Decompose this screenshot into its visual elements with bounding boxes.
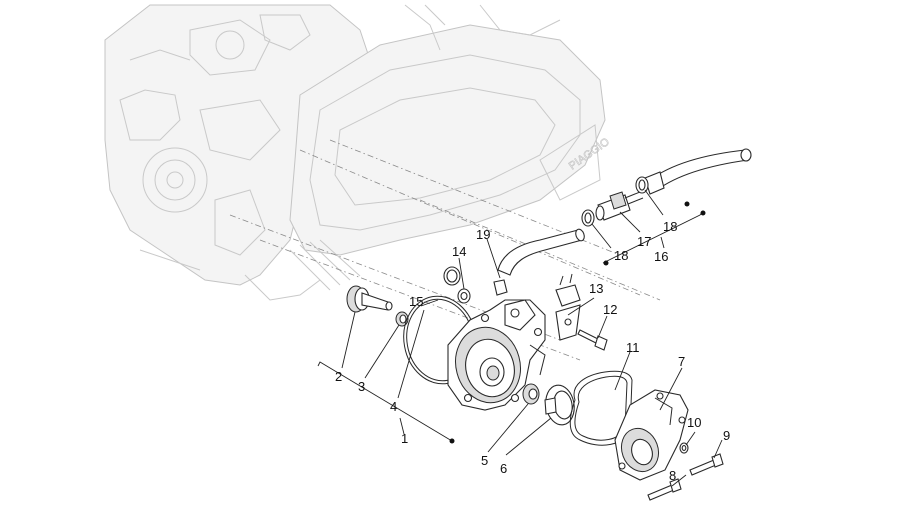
part-18-clamp-lower [581,209,595,227]
callout-18-lower: 18 [614,248,628,263]
callout-17: 17 [637,234,651,249]
leader-lines [317,189,723,487]
part-1-water-pump-body [447,299,546,411]
part-15-seal [443,266,461,286]
callout-8: 8 [669,468,676,483]
part-3-bearing [395,311,409,327]
part-2-impeller-shaft [346,285,393,313]
callout-6: 6 [500,461,507,476]
callout-18-upper: 18 [663,219,677,234]
part-18-clamp-upper [635,176,649,194]
part-8-bolt [647,478,682,501]
callout-10: 10 [687,415,701,430]
callout-19: 19 [476,227,490,242]
part-12-bolt [577,329,608,351]
callout-11: 11 [626,340,640,355]
part-13-temperature-sensor [555,273,581,341]
callout-4: 4 [390,399,397,414]
part-17-thermostat-union [595,191,644,221]
callout-15: 15 [409,294,423,309]
callout-12: 12 [603,302,617,317]
callout-16: 16 [654,249,668,264]
part-6-impeller [544,384,575,426]
part-16-hose-upper [497,228,585,276]
part-16-hose-right [644,148,752,195]
callout-13: 13 [589,281,603,296]
callout-5: 5 [481,453,488,468]
engine-background: PIAGGIO [104,4,612,301]
part-5-bearing [522,383,540,405]
callout-14: 14 [452,244,466,259]
part-19-fitting [493,279,508,296]
callout-7: 7 [678,354,685,369]
callout-9: 9 [723,428,730,443]
part-7-pump-cover [614,389,689,481]
part-10-washer [679,442,689,454]
part-9-bolt [689,453,724,476]
part-14-washer [457,288,471,304]
callout-1: 1 [401,431,408,446]
callout-2: 2 [335,369,342,384]
callout-3: 3 [358,379,365,394]
callout-labels: 1 2 3 4 5 6 7 8 9 10 11 12 13 14 15 16 1… [335,219,730,483]
